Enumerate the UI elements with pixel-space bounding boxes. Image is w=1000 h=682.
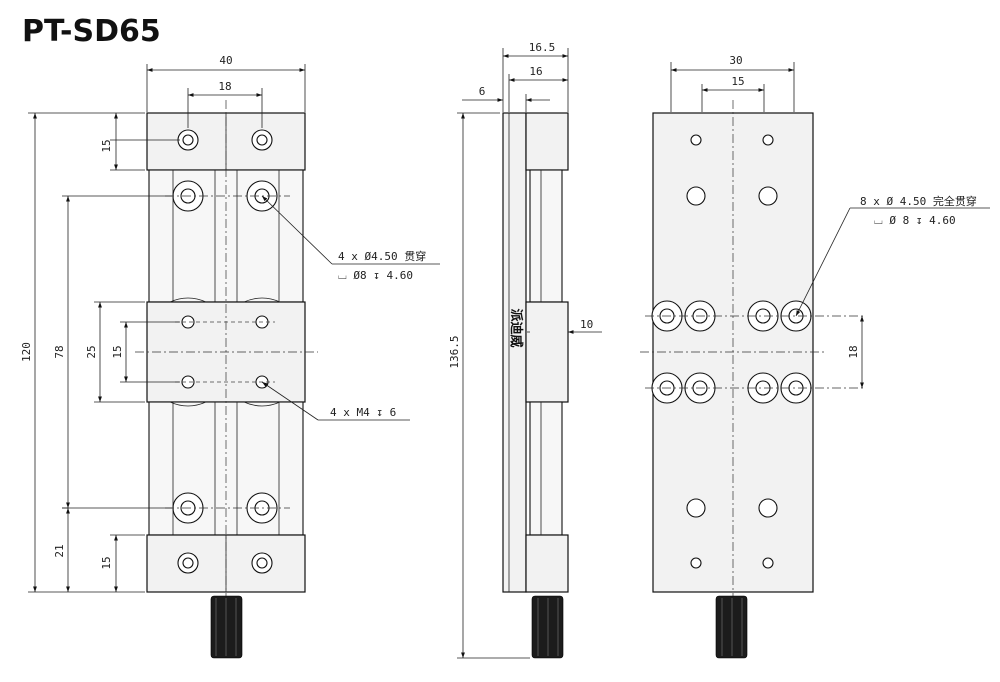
callout-front-holes-line2: ⌴ Ø8 ↧ 4.60	[338, 269, 413, 282]
side-top-block	[525, 112, 569, 171]
drawing-title: PT-SD65	[22, 14, 161, 49]
dim-back-width: 30	[729, 54, 742, 67]
side-bottom-block	[525, 534, 569, 593]
front-view: 40 18 120 78 25 15 15 21 15	[20, 54, 440, 659]
dim-bottom-offset: 21	[53, 544, 66, 557]
side-view: 派迪威 16.5 16 6 136.5 10	[448, 41, 602, 659]
dim-overall-depth: 16.5	[529, 41, 556, 54]
front-mount-holes-lower	[165, 492, 290, 524]
dim-width: 40	[219, 54, 232, 67]
dim-bottom-block: 15	[100, 556, 113, 569]
brand-mark: 派迪威	[508, 308, 524, 347]
dim-depth: 16	[529, 65, 542, 78]
dim-carriage-gap: 10	[580, 318, 593, 331]
back-small-holes	[690, 134, 774, 569]
dim-total-height: 120	[20, 342, 33, 362]
side-carriage	[525, 301, 569, 403]
dim-hole-spacing: 18	[218, 80, 231, 93]
front-bottom-holes	[177, 552, 273, 574]
side-rail-upper	[529, 169, 563, 303]
dim-side-height: 136.5	[448, 335, 461, 368]
dim-base: 6	[479, 85, 486, 98]
callout-front-holes-line1: 4 x Ø4.50 贯穿	[338, 249, 426, 263]
dim-mount-spacing: 78	[53, 345, 66, 358]
dim-back-hole-spacing: 15	[731, 75, 744, 88]
dim-carriage: 25	[85, 345, 98, 358]
dim-carriage-holes: 15	[111, 345, 124, 358]
side-rail-lower	[529, 401, 563, 536]
callout-back-holes-line2: ⌴ Ø 8 ↧ 4.60	[874, 214, 956, 227]
side-base	[502, 112, 527, 593]
callout-front-threads: 4 x M4 ↧ 6	[330, 406, 396, 419]
back-view: 30 15 18 8 x Ø 4.50 完全贯穿 ⌴ Ø 8 ↧ 4.60	[640, 54, 990, 659]
dim-back-row-spacing: 18	[847, 345, 860, 358]
callout-back-holes-line1: 8 x Ø 4.50 完全贯穿	[860, 194, 977, 208]
back-medium-holes	[686, 186, 778, 518]
dim-end-block: 15	[100, 139, 113, 152]
